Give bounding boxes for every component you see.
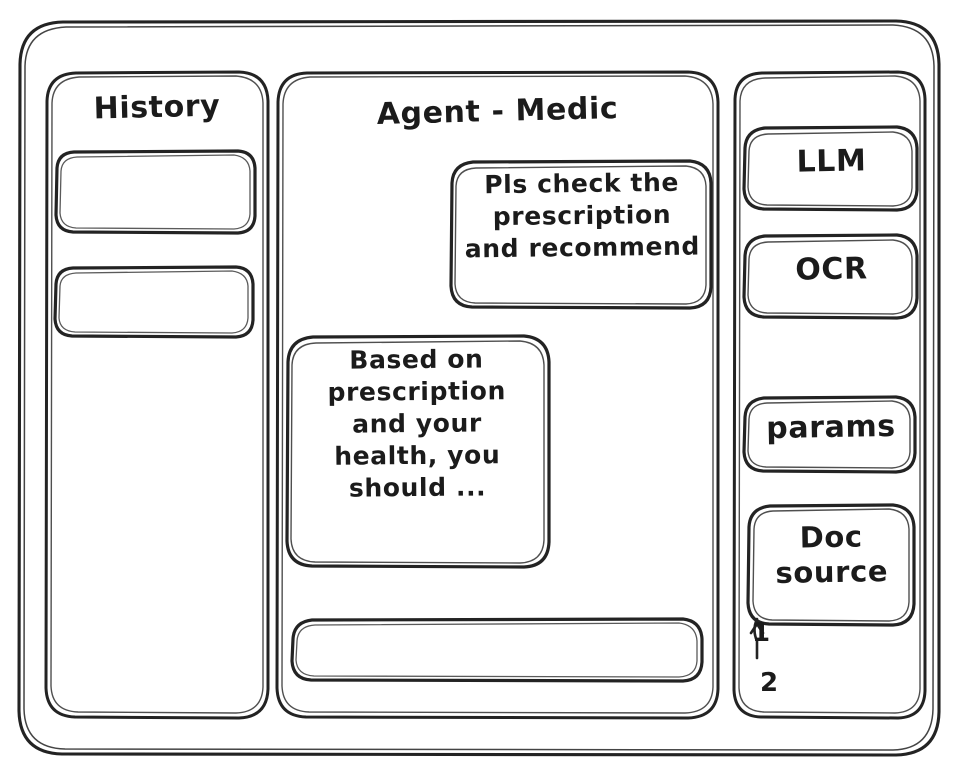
window-frame <box>17 19 941 757</box>
user-message-bubble-outline <box>449 159 713 310</box>
tools-panel-outline <box>732 70 927 720</box>
user-message-bubble <box>451 161 711 308</box>
history-item-1-outline <box>54 149 257 235</box>
history-item-1[interactable] <box>56 151 255 233</box>
history-panel-outline <box>44 70 270 720</box>
composer-input[interactable] <box>292 619 702 681</box>
chip-llm[interactable] <box>744 127 917 210</box>
chip-doc-source-outline <box>746 503 916 627</box>
doc-source-item-1[interactable]: 1 <box>752 618 771 648</box>
chip-ocr[interactable] <box>744 235 917 318</box>
assistant-message-bubble <box>287 336 549 567</box>
chip-params-outline <box>742 395 917 474</box>
history-item-2[interactable] <box>55 267 253 337</box>
chip-doc-source[interactable] <box>748 505 914 625</box>
history-panel-title: History <box>93 88 221 127</box>
assistant-message-bubble-outline <box>285 334 551 569</box>
chip-llm-outline <box>742 125 919 212</box>
history-item-2-outline <box>53 265 255 339</box>
chip-params[interactable] <box>744 397 915 472</box>
doc-source-item-2[interactable]: 2 <box>760 668 779 698</box>
chat-panel-outline <box>275 70 720 720</box>
chip-ocr-outline <box>742 233 919 320</box>
